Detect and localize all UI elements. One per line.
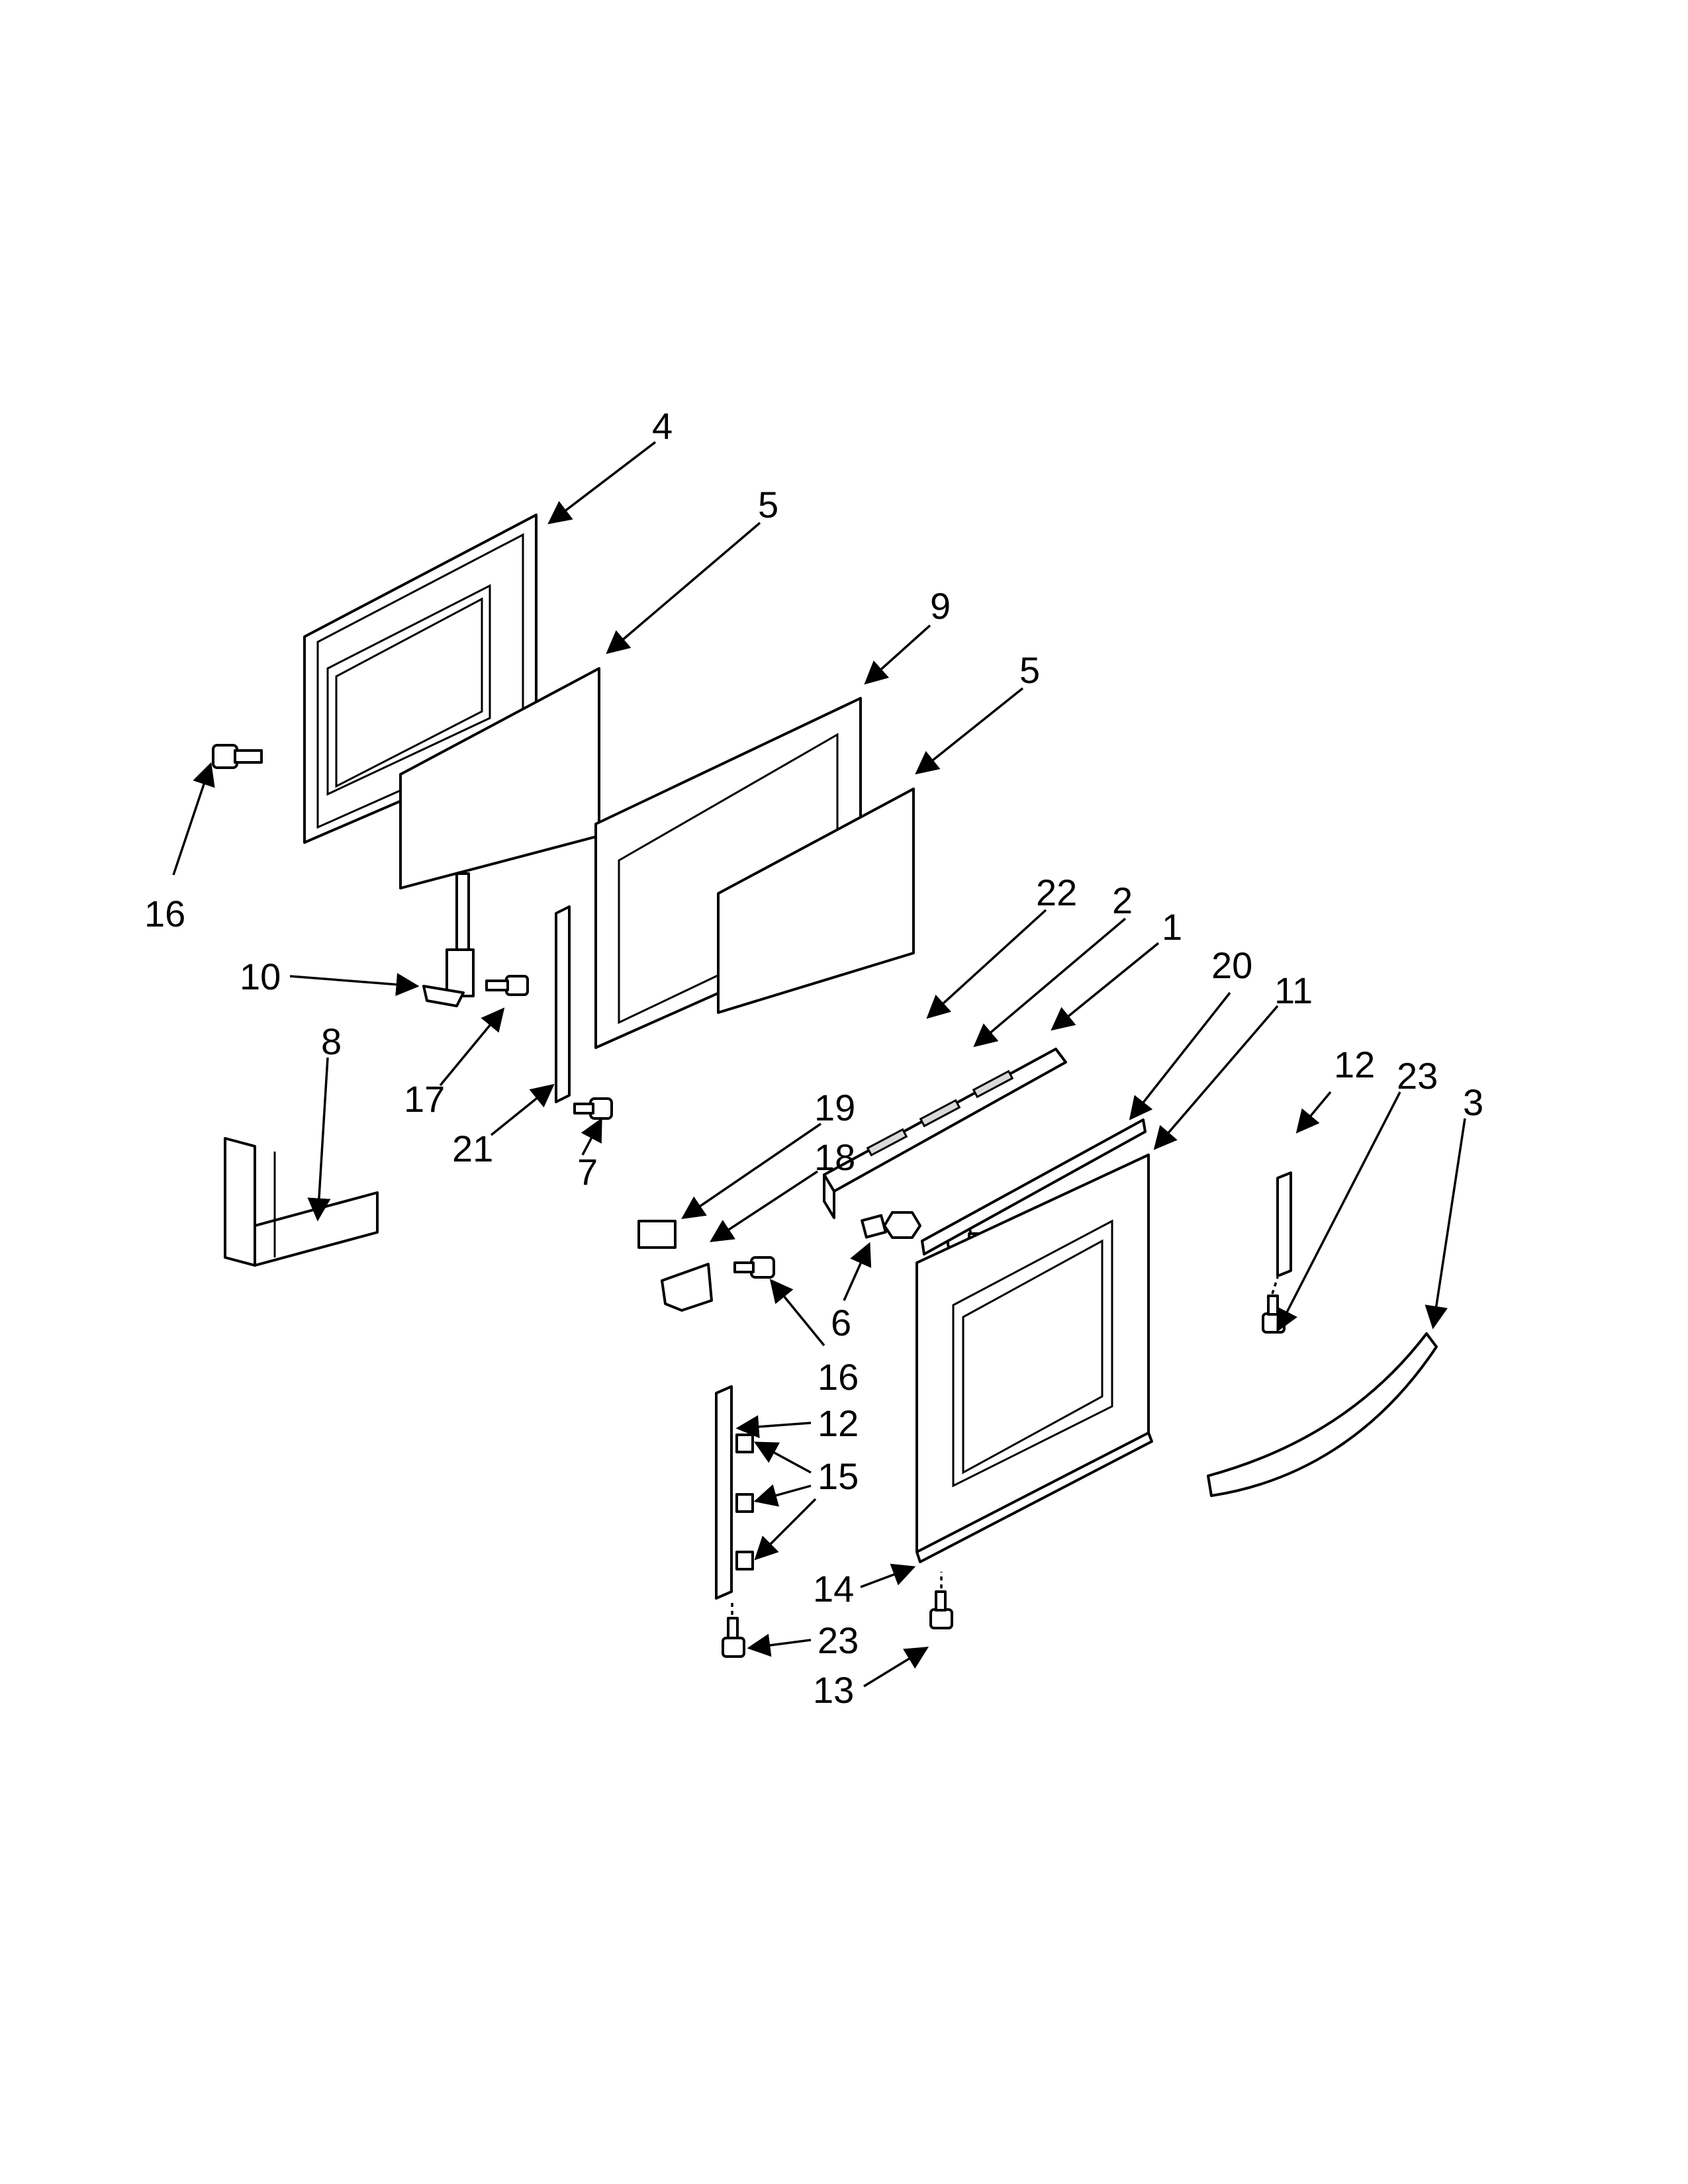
part-hinge-screw: [485, 975, 529, 996]
part-screw-lower: [733, 1256, 775, 1279]
callout-label: 22: [1036, 872, 1077, 913]
part-door-channel-left-lower: [715, 1385, 733, 1600]
callout-label: 8: [321, 1021, 342, 1062]
part-bottom-channel: [915, 1432, 1153, 1563]
callout-label: 15: [818, 1455, 859, 1497]
part-side-trim: [224, 1137, 379, 1267]
callout-label: 23: [1397, 1055, 1438, 1097]
part-door-hinge: [422, 872, 475, 1007]
callout-label: 10: [240, 956, 281, 997]
callout-label: 20: [1211, 944, 1252, 986]
part-pads: [735, 1433, 754, 1570]
part-screw-upper: [212, 744, 263, 769]
callout-label: 3: [1463, 1081, 1483, 1123]
part-screw-13: [929, 1590, 953, 1629]
callout-labels: 4 5 9 5 16 22 2 1 20 11 10 8 17 21 12 23…: [144, 405, 1483, 1711]
part-door-handle: [1207, 1332, 1438, 1497]
callout-label: 18: [814, 1136, 855, 1178]
part-door-glass-lower: [717, 788, 915, 1014]
callout-label: 21: [452, 1128, 493, 1169]
part-spacer: [861, 1214, 887, 1239]
callout-label: 9: [930, 585, 951, 627]
part-door-channel-right: [1276, 1171, 1292, 1277]
callout-label: 16: [144, 893, 185, 934]
callout-label: 13: [813, 1669, 854, 1711]
callout-label: 19: [814, 1087, 855, 1128]
callout-label: 12: [1334, 1044, 1375, 1085]
part-door-channel-left: [555, 905, 571, 1103]
callout-label: 11: [1274, 970, 1313, 1011]
callout-label: 7: [577, 1151, 598, 1193]
part-screw-23-lower: [722, 1617, 745, 1658]
part-vent-bracket: [823, 1048, 1067, 1219]
leader-lines: [172, 441, 1466, 1688]
callout-label: 4: [652, 405, 673, 447]
part-switch-bracket: [661, 1263, 713, 1312]
callout-label: 5: [1019, 649, 1040, 691]
part-channel-screw: [573, 1097, 613, 1120]
callout-label: 23: [818, 1619, 859, 1661]
callout-label: 5: [758, 484, 778, 525]
callout-label: 14: [813, 1568, 854, 1610]
callout-label: 1: [1162, 906, 1182, 948]
part-switch: [637, 1220, 677, 1249]
part-screw-23-upper: [1262, 1295, 1286, 1334]
part-nut: [883, 1211, 921, 1239]
part-door-top-strip: [921, 1118, 1147, 1255]
callout-label: 2: [1112, 880, 1133, 921]
callout-label: 12: [818, 1402, 859, 1444]
callout-label: 6: [831, 1302, 851, 1343]
callout-label: 17: [404, 1078, 445, 1120]
callout-label: 16: [818, 1356, 859, 1398]
